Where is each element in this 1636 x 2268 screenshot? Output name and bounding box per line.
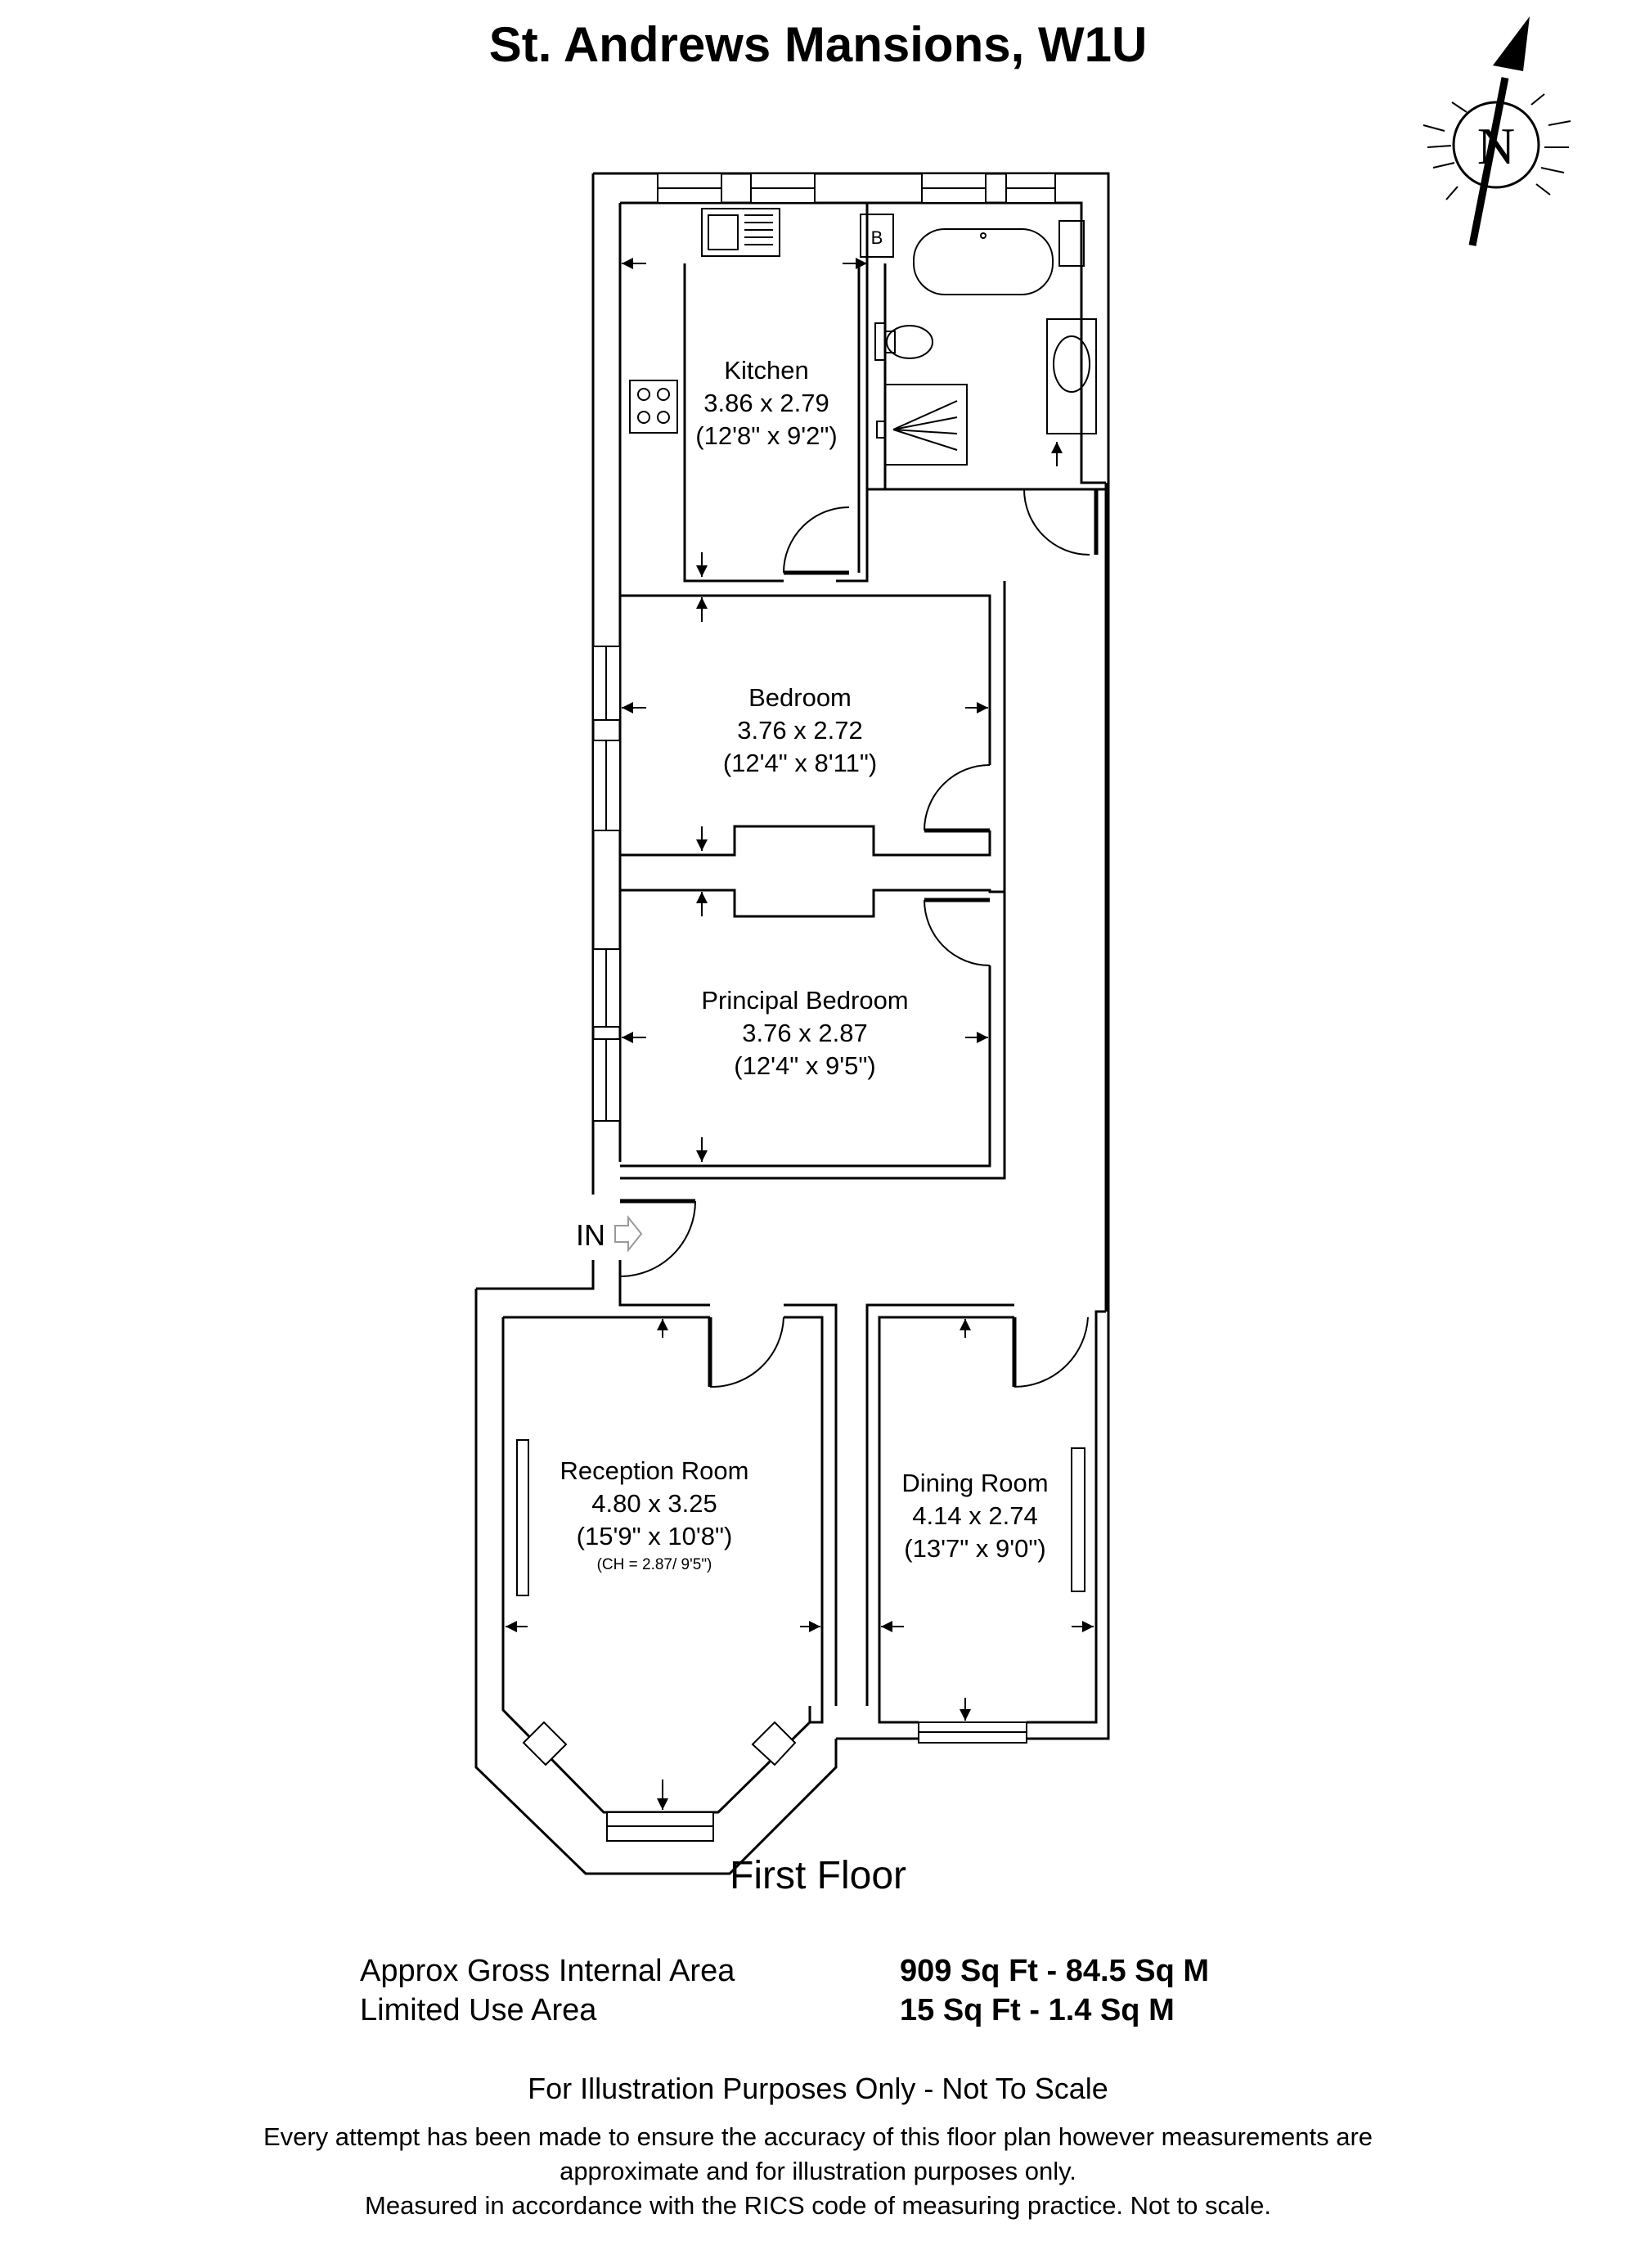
bedroom-imperial: (12'4" x 8'11") xyxy=(723,749,877,777)
bedroom-door-icon xyxy=(924,764,991,833)
bathroom-door-icon xyxy=(1023,488,1099,556)
principal-bedroom-walls xyxy=(620,892,1006,1180)
gross-area-label: Approx Gross Internal Area xyxy=(360,1954,735,1988)
principal-bedroom-name: Principal Bedroom xyxy=(701,986,908,1015)
reception-room-ceiling-height: (CH = 2.87/ 9'5") xyxy=(597,1556,712,1573)
reception-room-name: Reception Room xyxy=(560,1456,749,1485)
dining-room-metric: 4.14 x 2.74 xyxy=(912,1501,1037,1530)
kitchen-imperial: (12'8" x 9'2") xyxy=(695,421,837,450)
basin-icon xyxy=(1046,318,1097,434)
reception-room-label: Reception Room 4.80 x 3.25 (15'9" x 10'8… xyxy=(560,1456,749,1573)
principal-bedroom-metric: 3.76 x 2.87 xyxy=(742,1019,867,1047)
reception-room-metric: 4.80 x 3.25 xyxy=(591,1489,717,1518)
bathtub-icon xyxy=(913,228,1054,295)
principal-bedroom-door-icon xyxy=(924,898,991,966)
entrance-door-icon xyxy=(619,1199,696,1277)
dimension-arrows xyxy=(506,258,1094,1810)
lower-room-walls xyxy=(503,1291,1106,1724)
kitchen-walls xyxy=(683,203,1106,583)
boiler-label: B xyxy=(871,227,883,248)
shower-icon xyxy=(876,384,968,466)
principal-bedroom-imperial: (12'4" x 9'5") xyxy=(734,1051,875,1080)
gross-area-value: 909 Sq Ft - 84.5 Sq M xyxy=(900,1954,1209,1988)
toilet-icon xyxy=(874,322,933,361)
limited-area-value: 15 Sq Ft - 1.4 Sq M xyxy=(900,1993,1175,2027)
kitchen-name: Kitchen xyxy=(724,356,808,385)
disclaimer-line-1: Every attempt has been made to ensure th… xyxy=(263,2122,1373,2151)
reception-door-icon xyxy=(708,1316,784,1388)
compass-north-label: N xyxy=(1477,117,1515,175)
reception-room-imperial: (15'9" x 10'8") xyxy=(577,1522,733,1550)
bedroom-metric: 3.76 x 2.72 xyxy=(737,716,862,745)
disclaimer-headline: For Illustration Purposes Only - Not To … xyxy=(528,2072,1108,2105)
bedroom-window xyxy=(592,646,621,831)
bath-tap-icon xyxy=(1058,220,1085,267)
kitchen-hob-icon xyxy=(629,380,678,434)
dining-door-icon xyxy=(1012,1316,1089,1388)
plan-title: St. Andrews Mansions, W1U xyxy=(488,17,1148,72)
dining-room-name: Dining Room xyxy=(901,1469,1048,1497)
bedroom-name: Bedroom xyxy=(748,683,852,712)
kitchen-metric: 3.86 x 2.79 xyxy=(703,389,829,417)
north-arrow-compass-icon: N xyxy=(1423,16,1571,246)
disclaimer-line-3: Measured in accordance with the RICS cod… xyxy=(365,2191,1271,2220)
limited-area-label: Limited Use Area xyxy=(360,1993,597,2027)
disclaimer-line-2: approximate and for illustration purpose… xyxy=(560,2157,1076,2185)
kitchen-sink-icon xyxy=(701,208,780,257)
bedroom-walls xyxy=(620,581,1006,918)
boiler-icon: B xyxy=(860,214,894,258)
entrance-label: IN xyxy=(576,1218,605,1252)
principal-bedroom-window xyxy=(592,948,621,1122)
bedroom-label: Bedroom 3.76 x 2.72 (12'4" x 8'11") xyxy=(723,683,877,777)
kitchen-label: Kitchen 3.86 x 2.79 (12'8" x 9'2") xyxy=(695,356,837,450)
reception-bay-windows xyxy=(516,1439,797,1842)
top-windows xyxy=(657,173,1056,204)
entrance-arrow-icon xyxy=(614,1215,643,1253)
kitchen-door-icon xyxy=(783,506,850,575)
floor-label: First Floor xyxy=(730,1854,906,1897)
dining-room-label: Dining Room 4.14 x 2.74 (13'7" x 9'0") xyxy=(901,1469,1048,1563)
principal-bedroom-label: Principal Bedroom 3.76 x 2.87 (12'4" x 9… xyxy=(701,986,908,1080)
dining-room-imperial: (13'7" x 9'0") xyxy=(904,1534,1045,1563)
dining-window xyxy=(918,1447,1085,1744)
